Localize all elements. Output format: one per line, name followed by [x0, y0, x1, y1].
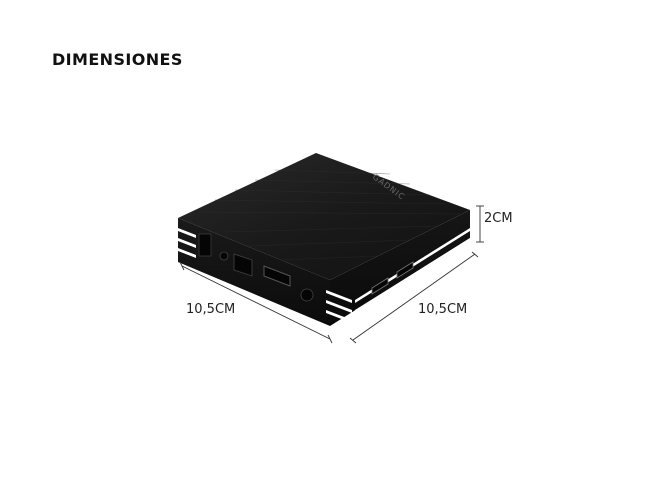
av-port	[219, 251, 229, 261]
usb-port	[371, 277, 389, 295]
device-top-face	[178, 153, 470, 280]
vent-slots-left	[178, 228, 196, 258]
vent-slots-right	[326, 290, 352, 323]
device-right-face	[330, 210, 470, 326]
width-dimension-label: 10,5CM	[186, 302, 236, 317]
tv-box-device: GADNIC	[178, 153, 470, 326]
usb-port	[396, 261, 414, 279]
device-front-face	[178, 218, 330, 326]
power-jack	[300, 288, 314, 302]
page-title: DIMENSIONES	[52, 50, 183, 69]
dimension-line-width	[179, 261, 333, 344]
brushed-texture	[199, 169, 461, 261]
ethernet-port	[233, 253, 253, 277]
optical-port	[198, 233, 212, 257]
hdmi-port	[263, 265, 291, 287]
dimension-line-depth	[349, 251, 479, 344]
dimension-line-height	[476, 205, 484, 243]
height-dimension-label: 2CM	[484, 211, 513, 226]
depth-dimension-label: 10,5CM	[418, 302, 468, 317]
